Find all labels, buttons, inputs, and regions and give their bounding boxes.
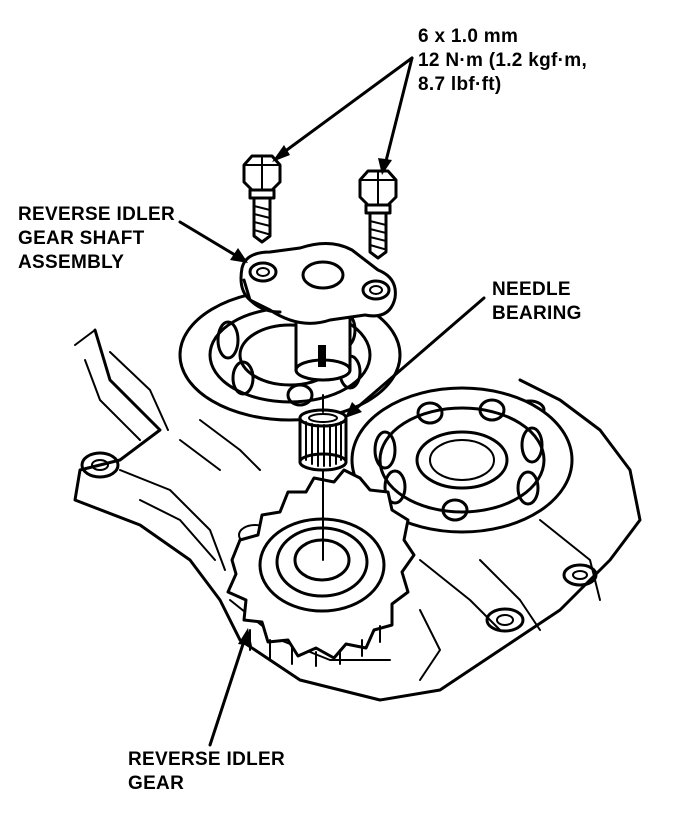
idler-gear-line2: GEAR	[128, 773, 185, 794]
reverse-idler-gear-shaft-assembly	[239, 242, 397, 382]
idler-gear-callout: REVERSE IDLER GEAR	[128, 748, 285, 796]
bolt-size-text: 6 x 1.0 mm	[418, 26, 519, 47]
needle-bearing-callout: NEEDLE BEARING	[492, 278, 582, 326]
shaft-assembly-callout: REVERSE IDLER GEAR SHAFT ASSEMBLY	[18, 203, 175, 275]
bolt-left	[242, 154, 282, 244]
shaft-assembly-line2: GEAR SHAFT	[18, 228, 145, 249]
needle-bearing-line1: NEEDLE	[492, 279, 571, 300]
needle-bearing-line2: BEARING	[492, 303, 582, 324]
bolt-right	[358, 169, 398, 260]
shaft-assembly-line3: ASSEMBLY	[18, 252, 125, 273]
bolt-torque-lbf-text: 8.7 lbf·ft)	[418, 74, 502, 95]
idler-gear-line1: REVERSE IDLER	[128, 749, 285, 770]
mainshaft-bearing	[350, 386, 574, 534]
reverse-idler-gear	[226, 468, 416, 667]
shaft-assembly-line1: REVERSE IDLER	[18, 204, 175, 225]
bolt-torque-nm-text: 12 N·m (1.2 kgf·m,	[418, 50, 588, 71]
bolt-spec-callout: 6 x 1.0 mm 12 N·m (1.2 kgf·m, 8.7 lbf·ft…	[418, 25, 587, 97]
needle-bearing	[298, 408, 348, 472]
leader-lines	[178, 56, 486, 747]
